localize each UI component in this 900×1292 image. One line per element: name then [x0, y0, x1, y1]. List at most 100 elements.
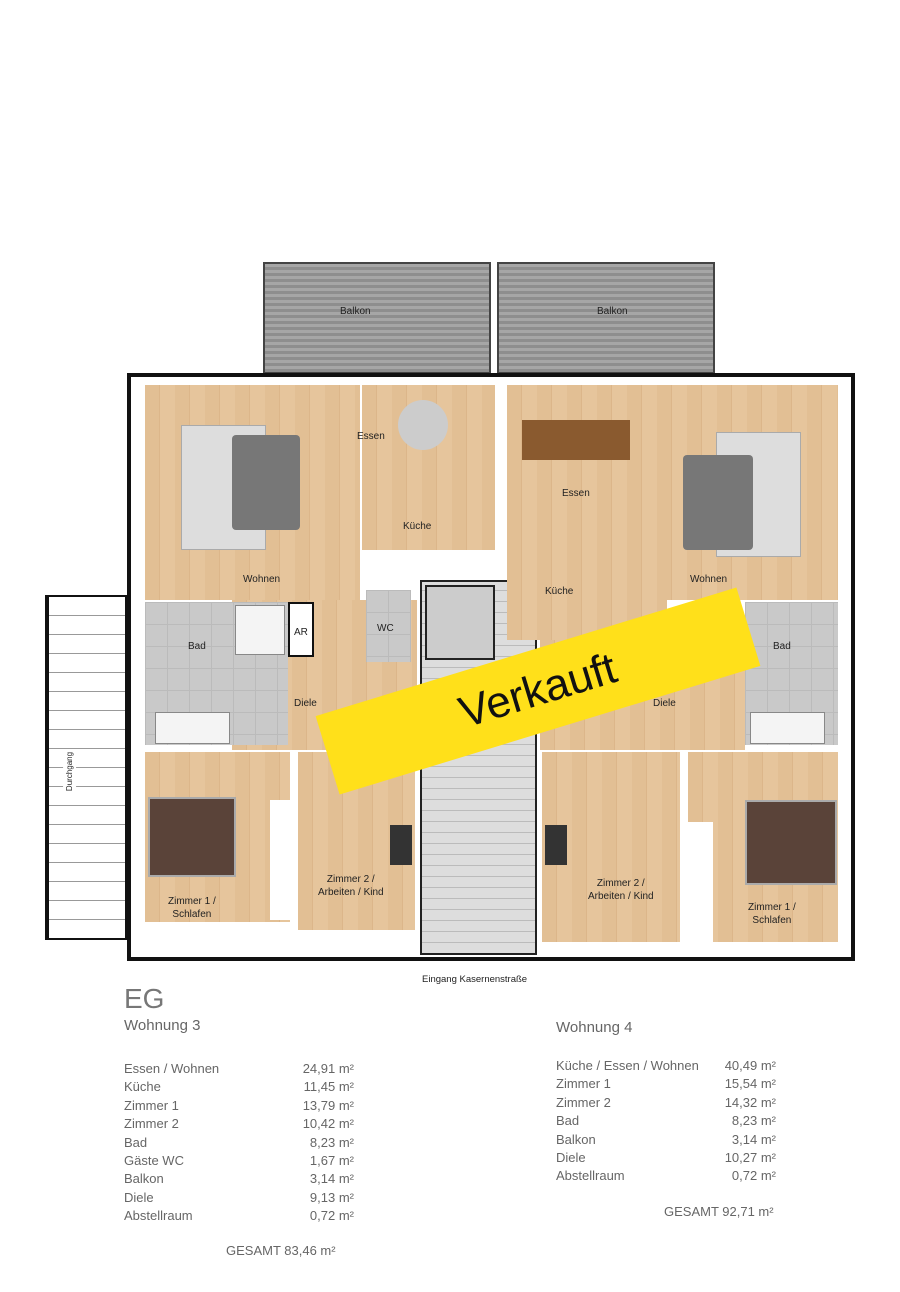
w3-wc-label: WC: [377, 623, 394, 634]
w4-title: Wohnung 4: [556, 1019, 633, 1036]
table-row: Balkon 3,14 m²: [556, 1131, 776, 1149]
table-row: Diele 10,27 m²: [556, 1149, 776, 1167]
room-name: Balkon: [556, 1131, 596, 1147]
room-name: Küche: [124, 1079, 161, 1095]
w3-ar-label: AR: [294, 627, 308, 638]
table-row: Zimmer 2 14,32 m²: [556, 1094, 776, 1112]
durchgang-label: Durchgang: [63, 751, 77, 792]
w3-zimmer1-line1: Zimmer 1 /: [168, 896, 216, 907]
table-row: Abstellraum 0,72 m²: [124, 1207, 354, 1225]
sofa-icon: [683, 455, 753, 550]
room-area: 40,49 m²: [724, 1058, 776, 1073]
room-area: 11,45 m²: [303, 1079, 354, 1095]
balcony-left-label: Balkon: [340, 306, 371, 317]
room-name: Zimmer 1: [124, 1097, 179, 1113]
w4-zimmer1-line2: Schlafen: [752, 915, 792, 926]
bed-icon: [148, 797, 236, 877]
table-row: Zimmer 1 15,54 m²: [556, 1075, 776, 1093]
wardrobe-icon: [688, 822, 713, 942]
w3-zimmer2-line1: Zimmer 2 /: [326, 874, 375, 885]
w4-zimmer2-line2: Arbeiten / Kind: [588, 891, 654, 902]
desk-icon: [390, 825, 412, 865]
w4-essen-label: Essen: [562, 488, 590, 499]
elevator: [425, 585, 495, 660]
room-area: 0,72 m²: [309, 1208, 354, 1224]
room-area: 9,13 m²: [309, 1189, 354, 1205]
room-area: 3,14 m²: [731, 1131, 776, 1147]
balcony-left: [263, 262, 491, 374]
room-area: 8,23 m²: [731, 1113, 776, 1129]
w3-zimmer2-label: Zimmer 2 / Arbeiten / Kind: [318, 873, 384, 899]
w3-kueche-label: Küche: [403, 521, 432, 532]
w4-bad-label: Bad: [773, 641, 791, 652]
walkway: [45, 595, 127, 940]
room-name: Bad: [124, 1134, 148, 1150]
w3-zimmer1-label: Zimmer 1 / Schlafen: [168, 895, 216, 921]
room-name: Abstellraum: [556, 1168, 625, 1184]
dining-table-icon: [522, 420, 630, 460]
room-name: Essen / Wohnen: [124, 1061, 220, 1076]
balcony-right: [497, 262, 715, 374]
w3-zimmer2-line2: Arbeiten / Kind: [318, 887, 384, 898]
wardrobe-icon: [270, 800, 295, 920]
room-area: 15,54 m²: [724, 1076, 776, 1092]
table-row: Zimmer 1 13,79 m²: [124, 1097, 354, 1115]
room-name: Balkon: [124, 1171, 164, 1187]
w4-zimmer1-line1: Zimmer 1 /: [748, 902, 796, 913]
table-row: Küche 11,45 m²: [124, 1078, 354, 1096]
room-name: Zimmer 2: [124, 1116, 179, 1132]
entrance-label: Eingang Kasernenstraße: [422, 974, 528, 985]
table-row: Zimmer 2 10,42 m²: [124, 1115, 354, 1133]
w3-total: GESAMT 83,46 m²: [226, 1243, 336, 1258]
room-area: 10,42 m²: [302, 1116, 354, 1132]
table-row: Diele 9,13 m²: [124, 1189, 354, 1207]
w3-essen-label: Essen: [357, 431, 385, 442]
w4-total: GESAMT 92,71 m²: [664, 1204, 774, 1219]
floor-label: EG: [124, 983, 165, 1014]
room-area: 3,14 m²: [309, 1171, 354, 1187]
w4-zimmer2-label: Zimmer 2 / Arbeiten / Kind: [588, 877, 654, 903]
w4-zimmer2-line1: Zimmer 2 /: [596, 878, 645, 889]
w4-kueche-label: Küche: [545, 586, 574, 597]
desk-icon: [545, 825, 567, 865]
room-name: Zimmer 1: [556, 1076, 611, 1092]
w3-diele-label: Diele: [294, 698, 317, 709]
sofa-icon: [232, 435, 300, 530]
room-name: Zimmer 2: [556, 1094, 611, 1110]
w3-wc: [366, 590, 411, 662]
bed-icon: [745, 800, 837, 885]
room-name: Bad: [556, 1113, 580, 1129]
table-row: Essen / Wohnen 24,91 m²: [124, 1060, 354, 1078]
room-name: Gäste WC: [124, 1153, 184, 1169]
table-row: Gäste WC 1,67 m²: [124, 1152, 354, 1170]
w3-title: Wohnung 3: [124, 1017, 201, 1034]
room-area: 0,72 m²: [731, 1168, 776, 1184]
w4-wohnen-label: Wohnen: [690, 574, 728, 585]
w4-diele-label: Diele: [653, 698, 676, 709]
room-name: Abstellraum: [124, 1208, 193, 1224]
w3-area-table: Essen / Wohnen 24,91 m² Küche 11,45 m² Zim…: [124, 1060, 354, 1226]
room-area: 8,23 m²: [309, 1134, 354, 1150]
table-row: Bad 8,23 m²: [124, 1134, 354, 1152]
table-row: Balkon 3,14 m²: [124, 1170, 354, 1188]
w3-ar: [288, 602, 314, 657]
room-area: 10,27 m²: [724, 1150, 776, 1166]
shower-icon: [235, 605, 285, 655]
dining-table-icon: [398, 400, 448, 450]
room-area: 13,79 m²: [302, 1097, 354, 1113]
room-area: 24,91 m²: [302, 1061, 354, 1076]
w3-bad-label: Bad: [188, 641, 206, 652]
balcony-right-label: Balkon: [597, 306, 628, 317]
w4-zimmer1-label: Zimmer 1 / Schlafen: [748, 901, 796, 927]
bathtub-icon: [750, 712, 825, 744]
table-row: Bad 8,23 m²: [556, 1112, 776, 1130]
table-row: Abstellraum 0,72 m²: [556, 1167, 776, 1185]
room-name: Diele: [556, 1150, 586, 1166]
room-area: 1,67 m²: [309, 1153, 354, 1169]
room-area: 14,32 m²: [724, 1094, 776, 1110]
w3-zimmer1-line2: Schlafen: [172, 909, 212, 920]
room-name: Diele: [124, 1189, 154, 1205]
bathtub-icon: [155, 712, 230, 744]
